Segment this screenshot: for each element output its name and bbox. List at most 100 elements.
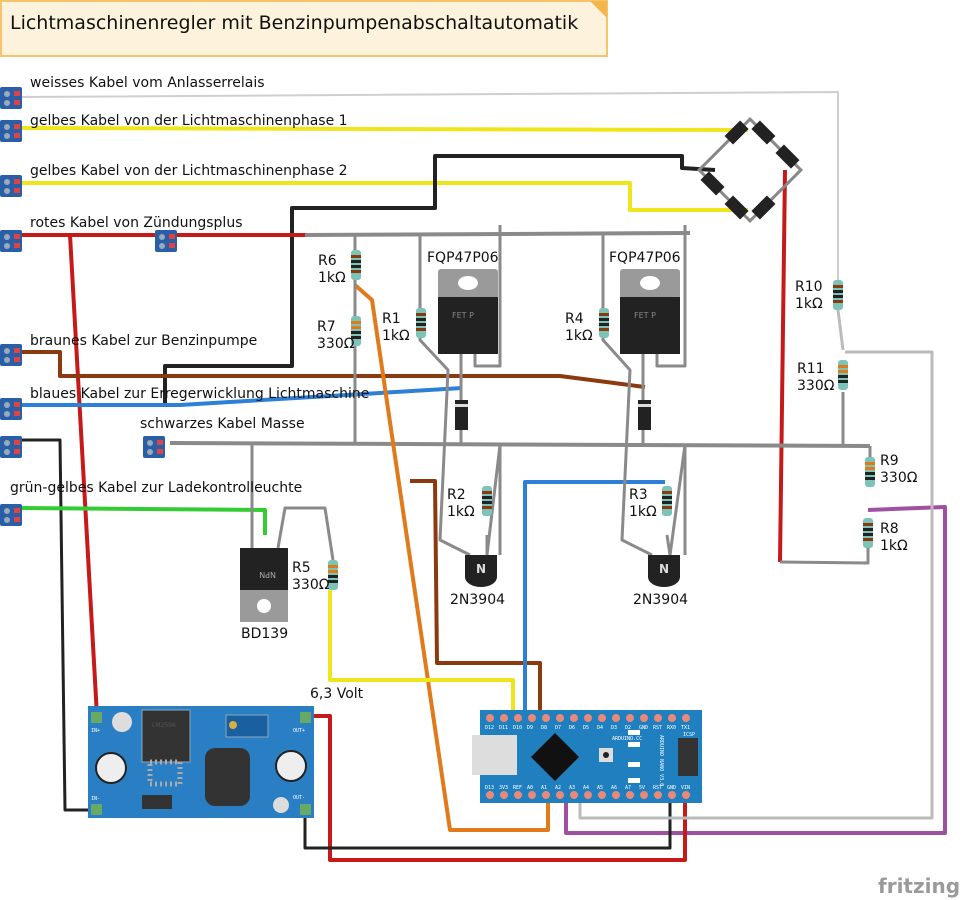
arduino-pin-gnd[interactable] xyxy=(640,714,648,722)
screw-terminal xyxy=(0,120,22,142)
arduino-pin-label: GND xyxy=(667,785,676,791)
arduino-pin-d10[interactable] xyxy=(514,714,522,722)
resistor-value: 330Ω xyxy=(317,336,355,352)
arduino-pin-rst[interactable] xyxy=(654,714,662,722)
arduino-pin-d4[interactable] xyxy=(598,714,606,722)
arduino-pin-label: REF xyxy=(513,785,522,791)
gray-q2-drain xyxy=(655,225,687,368)
buck-converter: LM2596 IN+ IN- OUT+ OUT- xyxy=(88,706,314,818)
arduino-pin-5v[interactable] xyxy=(640,791,648,799)
red-wire-buck-in xyxy=(68,234,99,717)
gray-q1-drain xyxy=(473,225,502,368)
arduino-pin-a5[interactable] xyxy=(598,791,606,799)
arduino-pin-a0[interactable] xyxy=(528,791,536,799)
arduino-pin-a2[interactable] xyxy=(556,791,564,799)
arduino-pin-label: GND xyxy=(639,725,648,731)
diode-2 xyxy=(638,400,651,430)
arduino-pin-label: D2 xyxy=(625,725,631,731)
q2-marking: FET P xyxy=(634,311,656,320)
arduino-pin-3v3[interactable] xyxy=(500,791,508,799)
arduino-pin-d7[interactable] xyxy=(556,714,564,722)
gray-t1 xyxy=(485,443,502,557)
black-wire-ground xyxy=(20,438,95,812)
mosfet-q1: FQP47P06 FET P xyxy=(427,250,499,354)
resistor-value: 1kΩ xyxy=(382,328,410,344)
gray-bd139-r5 xyxy=(276,506,335,561)
black-wire-gnd xyxy=(303,800,672,850)
arduino-pin-d2[interactable] xyxy=(626,714,634,722)
arduino-pin-d12[interactable] xyxy=(486,714,494,722)
yellow-wire-d11 xyxy=(328,590,515,715)
arduino-pin-label: A5 xyxy=(597,785,603,791)
arduino-pin-ref[interactable] xyxy=(514,791,522,799)
resistors: R61kΩR7330ΩR11kΩR41kΩR21kΩR31kΩR5330ΩR10… xyxy=(292,250,918,593)
arduino-pin-vin[interactable] xyxy=(682,791,690,799)
arduino-pin-a7[interactable] xyxy=(626,791,634,799)
red-wire-bridge xyxy=(778,169,787,563)
resistor-value: 1kΩ xyxy=(880,538,908,554)
arduino-pin-d3[interactable] xyxy=(612,714,620,722)
arduino-pin-a4[interactable] xyxy=(584,791,592,799)
arduino-pin-rx0[interactable] xyxy=(668,714,676,722)
arduino-pin-d6[interactable] xyxy=(570,714,578,722)
t2-marking: N xyxy=(659,562,669,576)
resistor-value: 330Ω xyxy=(292,577,330,593)
arduino-pin-tx1[interactable] xyxy=(682,714,690,722)
arduino-pin-rst[interactable] xyxy=(654,791,662,799)
transistor-bd139: NPN BD139 xyxy=(240,548,288,642)
arduino-pin-d11[interactable] xyxy=(500,714,508,722)
arduino-pin-a3[interactable] xyxy=(570,791,578,799)
buck-in-plus: IN+ xyxy=(91,728,100,734)
resistor-name: R2 xyxy=(447,487,466,503)
arduino-pin-a6[interactable] xyxy=(612,791,620,799)
brown-wire-pump xyxy=(20,350,646,389)
blue-wire-excitation xyxy=(20,386,463,407)
resistor-value: 1kΩ xyxy=(447,504,475,520)
resistor-name: R5 xyxy=(292,560,311,576)
arduino-pin-a1[interactable] xyxy=(542,791,550,799)
arduino-pin-d8[interactable] xyxy=(542,714,550,722)
arduino-pin-label: 5V xyxy=(639,785,645,791)
label-yellow-cable-1: gelbes Kabel von der Lichtmaschinenphase… xyxy=(30,113,348,129)
screw-terminal xyxy=(0,504,22,526)
mosfet-q2: FQP47P06 FET P xyxy=(609,250,681,354)
rail-ground xyxy=(169,441,871,448)
arduino-pin-d13[interactable] xyxy=(486,791,494,799)
arduino-pin-label: A7 xyxy=(625,785,631,791)
voltage-label: 6,3 Volt xyxy=(310,686,364,702)
screw-terminal xyxy=(0,230,22,252)
yellow-wire-2 xyxy=(20,181,748,212)
resistor-value: 330Ω xyxy=(797,378,835,394)
resistor-name: R8 xyxy=(880,521,899,537)
label-blue-cable: blaues Kabel zur Erregerwicklung Lichtma… xyxy=(30,386,369,402)
transistor-t1: N 2N3904 xyxy=(450,555,505,608)
buck-chip-label: LM2596 xyxy=(152,722,176,729)
arduino-pin-d5[interactable] xyxy=(584,714,592,722)
rail-plus xyxy=(304,231,691,237)
arduino-pin-label: D11 xyxy=(499,725,508,731)
q1-marking: FET P xyxy=(452,311,474,320)
t2-label: 2N3904 xyxy=(633,592,688,608)
gray-r1 xyxy=(418,235,471,557)
resistor-name: R10 xyxy=(795,279,823,295)
arduino-pin-d9[interactable] xyxy=(528,714,536,722)
t1-marking: N xyxy=(476,562,486,576)
resistor-value: 1kΩ xyxy=(629,504,657,520)
label-black-cable: schwarzes Kabel Masse xyxy=(140,416,305,432)
q2-label: FQP47P06 xyxy=(609,250,681,266)
arduino-pin-label: A1 xyxy=(541,785,547,791)
resistor-value: 330Ω xyxy=(880,470,918,486)
screw-terminal xyxy=(0,344,22,366)
arduino-pin-label: A2 xyxy=(555,785,561,791)
arduino-icsp: ICSP xyxy=(683,732,695,738)
buck-out-minus: OUT- xyxy=(293,795,305,801)
bd139-marking: NPN xyxy=(259,570,276,579)
arduino-pin-label: D5 xyxy=(583,725,589,731)
arduino-pin-gnd[interactable] xyxy=(668,791,676,799)
